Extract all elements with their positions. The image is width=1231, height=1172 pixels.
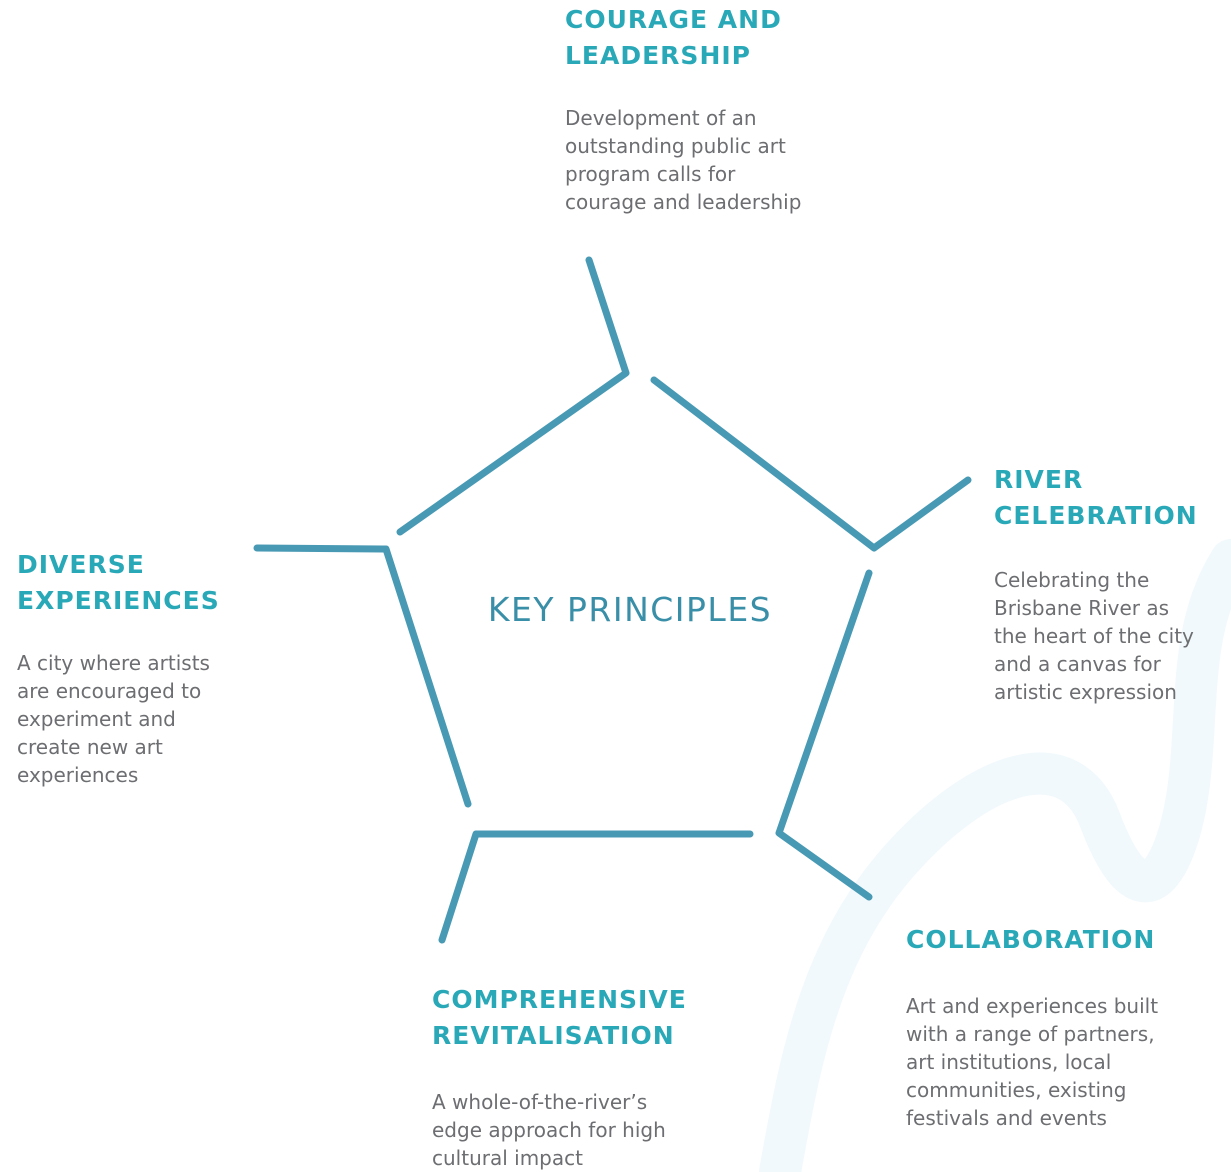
principle-description: Art and experiences built with a range o…	[906, 994, 1159, 1130]
principle-collaboration: COLLABORATION Art and experiences built …	[906, 922, 1226, 1132]
principle-title: DIVERSE EXPERIENCES	[17, 550, 220, 615]
principle-courage: COURAGE AND LEADERSHIP Development of an…	[565, 2, 865, 216]
principle-description: A city where artists are encouraged to e…	[17, 651, 210, 787]
principle-title: COURAGE AND LEADERSHIP	[565, 5, 782, 70]
principle-diverse: DIVERSE EXPERIENCES A city where artists…	[17, 547, 257, 789]
principle-title: COMPREHENSIVE REVITALISATION	[432, 985, 687, 1050]
connector-line-comprehensive	[438, 830, 754, 944]
connector-line-diverse	[253, 544, 472, 808]
principle-title: COLLABORATION	[906, 925, 1156, 954]
principle-comprehensive: COMPREHENSIVE REVITALISATION A whole-of-…	[432, 982, 752, 1172]
principle-description: Celebrating the Brisbane River as the he…	[994, 568, 1194, 704]
principle-title: RIVER CELEBRATION	[994, 465, 1198, 530]
connector-line-collaboration	[775, 569, 873, 901]
connector-line-courage	[396, 256, 630, 536]
connector-line-river	[650, 376, 972, 552]
river-watermark-shape	[759, 539, 1231, 1172]
principle-river: RIVER CELEBRATION Celebrating the Brisba…	[994, 462, 1229, 706]
principle-description: Development of an outstanding public art…	[565, 106, 802, 214]
center-title: KEY PRINCIPLES	[487, 590, 773, 629]
principle-description: A whole-of-the-river’s edge approach for…	[432, 1090, 666, 1170]
